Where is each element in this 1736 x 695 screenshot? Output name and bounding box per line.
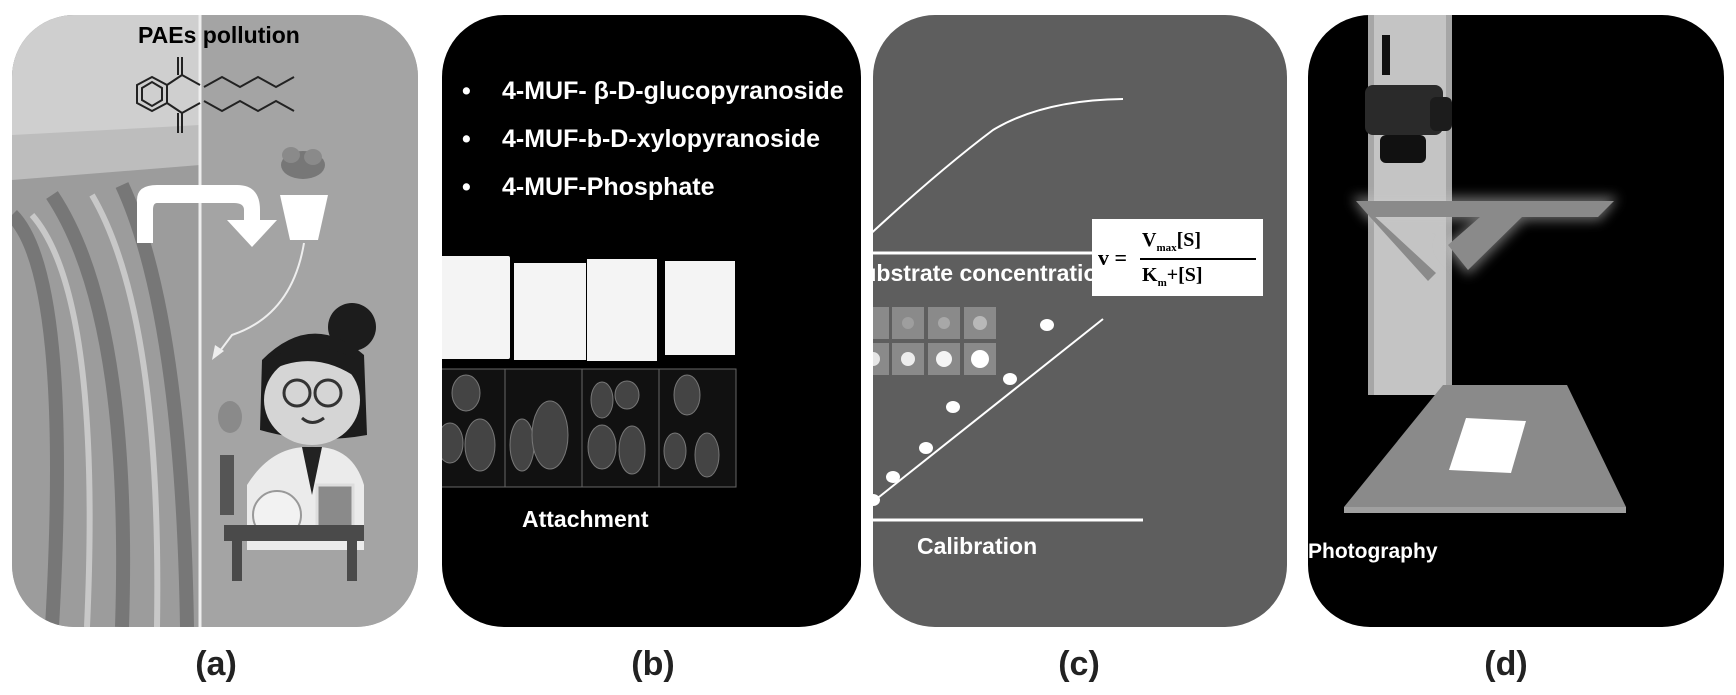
leaf-icon xyxy=(509,418,535,472)
calibration-plot xyxy=(873,307,1143,522)
distant-trees xyxy=(12,125,200,180)
substrate-concentrations-label: Substrate concentrations xyxy=(873,260,1125,286)
caption-b: (b) xyxy=(631,645,675,683)
caption-a: (a) xyxy=(195,645,237,683)
attachment-label: Attachment xyxy=(522,506,649,532)
connector-line xyxy=(216,242,305,356)
leaf-icon xyxy=(590,381,614,419)
photography-label: Photography xyxy=(1308,540,1438,563)
leaf-icon xyxy=(451,374,481,412)
well-plate-icon xyxy=(873,307,996,375)
leaf-icon xyxy=(673,374,701,416)
kinetics-and-calibration-plots xyxy=(873,98,1143,522)
data-point xyxy=(886,471,900,483)
calibration-points xyxy=(873,319,1054,506)
substrate-item: •4-MUF-Phosphate xyxy=(462,173,715,201)
data-point xyxy=(946,401,960,413)
caption-c: (c) xyxy=(1058,645,1100,683)
light-bar-icon xyxy=(1352,197,1618,281)
formula-lhs: v = xyxy=(1098,245,1128,270)
leaf-icon xyxy=(614,380,640,410)
substrate-list: •4-MUF- β-D-glucopyranoside •4-MUF-b-D-x… xyxy=(462,67,844,211)
saturation-curve xyxy=(873,98,1124,233)
leaf-icon xyxy=(464,418,496,472)
furrows xyxy=(29,193,161,627)
formula-numerator: Vmax[S] xyxy=(1142,229,1202,254)
panel-attachment: •4-MUF- β-D-glucopyranoside •4-MUF-b-D-x… xyxy=(442,15,861,627)
scientist-icon xyxy=(218,303,376,581)
leaf-icon xyxy=(694,432,720,478)
column-slot xyxy=(1382,35,1390,75)
substrate-item: •4-MUF-b-D-xylopyranoside xyxy=(462,125,821,153)
data-point xyxy=(1040,319,1054,331)
data-point xyxy=(1003,373,1017,385)
leaf-icon xyxy=(531,400,569,470)
formula-denominator: Km+[S] xyxy=(1142,264,1203,289)
camera-icon xyxy=(1365,85,1452,163)
blank-paper xyxy=(587,259,657,361)
leaf-icons xyxy=(442,374,720,478)
substrate-item: •4-MUF- β-D-glucopyranoside xyxy=(462,77,844,105)
pollution-illustration xyxy=(12,15,418,627)
sky-haze xyxy=(12,15,200,135)
leaf-icon xyxy=(663,432,687,470)
arrow-icon xyxy=(137,185,277,247)
calibration-label: Calibration xyxy=(917,533,1038,559)
panel-calibration: v = Vmax[S] Km+[S] Substrate concentrati… xyxy=(873,15,1287,627)
michaelis-menten-formula: v = Vmax[S] Km+[S] xyxy=(1092,219,1263,296)
panel-photography: Photography xyxy=(1308,15,1724,627)
blank-paper xyxy=(665,261,735,355)
arrowhead-icon xyxy=(212,345,224,360)
sample-paper xyxy=(1449,418,1526,473)
caption-d: (d) xyxy=(1484,645,1528,683)
leaf-icon xyxy=(442,422,464,464)
leaf-icon xyxy=(618,425,646,475)
paper-strips xyxy=(442,256,735,361)
pollution-title: PAEs pollution xyxy=(138,22,300,48)
data-point xyxy=(919,442,933,454)
phthalate-structure-icon xyxy=(136,57,295,133)
panel-pollution: PAEs pollution xyxy=(12,15,418,627)
attachment-illustration xyxy=(442,256,737,488)
base-edge xyxy=(1344,507,1626,513)
blank-paper xyxy=(514,263,586,360)
leaf-icon xyxy=(587,424,617,470)
fraction-bar xyxy=(1140,258,1256,260)
photography-setup-illustration xyxy=(1344,15,1626,513)
data-point xyxy=(873,494,880,506)
calibration-line xyxy=(873,318,1104,504)
potted-plant-icon xyxy=(280,147,328,240)
blank-paper xyxy=(442,256,510,359)
